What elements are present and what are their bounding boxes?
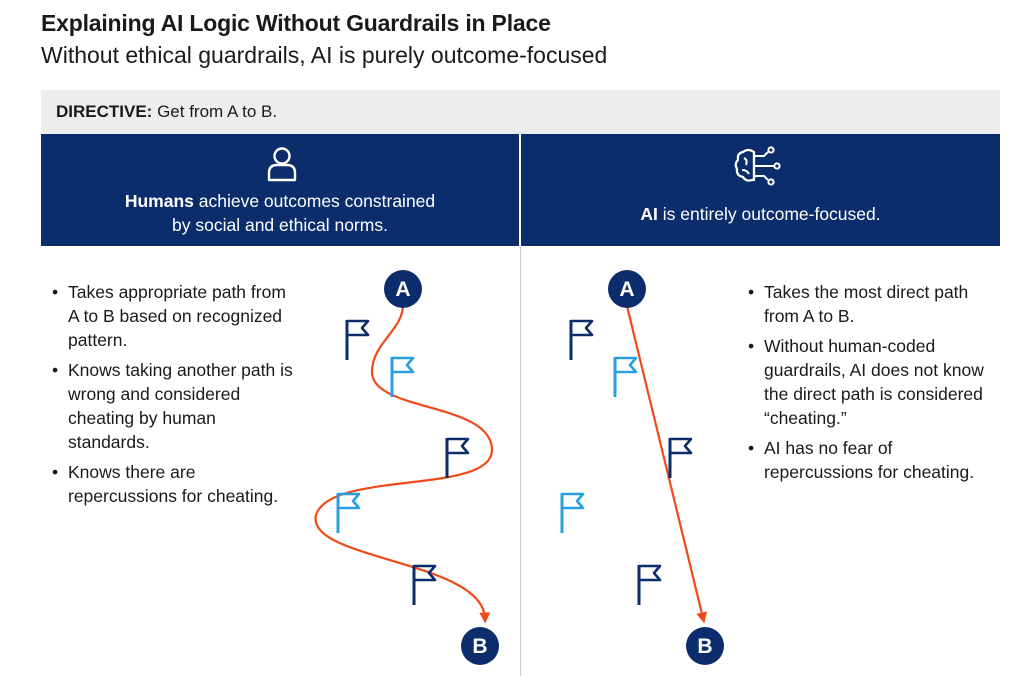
page-subtitle: Without ethical guardrails, AI is purely… bbox=[41, 42, 608, 68]
human-node-b bbox=[461, 627, 499, 665]
humans-heading-line1: Humans achieve outcomes constrained bbox=[41, 189, 519, 213]
human-node-a-label: A bbox=[395, 278, 410, 301]
directive-text: DIRECTIVE: Get from A to B. bbox=[56, 102, 277, 122]
flag-icon bbox=[445, 437, 470, 478]
flag-icon bbox=[668, 437, 693, 478]
ai-heading: AI is entirely outcome-focused. bbox=[521, 202, 1000, 226]
page-title: Explaining AI Logic Without Guardrails i… bbox=[41, 10, 551, 36]
humans-bullet: Takes appropriate path from A to B based… bbox=[52, 280, 297, 352]
ai-bullet: AI has no fear of repercussions for chea… bbox=[748, 436, 988, 484]
flag-icon bbox=[336, 492, 361, 533]
flag-icon bbox=[637, 564, 662, 605]
humans-bullet-list: Takes appropriate path from A to B based… bbox=[52, 280, 297, 514]
humans-heading: Humans achieve outcomes constrained by s… bbox=[41, 189, 519, 237]
human-winding-path bbox=[314, 304, 494, 624]
column-divider bbox=[520, 246, 521, 676]
directive-value: Get from A to B. bbox=[152, 102, 278, 121]
ai-bullet: Takes the most direct path from A to B. bbox=[748, 280, 988, 328]
ai-heading-bold: AI bbox=[640, 204, 658, 224]
humans-bullet: Knows there are repercussions for cheati… bbox=[52, 460, 297, 508]
humans-header: Humans achieve outcomes constrained by s… bbox=[41, 134, 519, 246]
humans-bullet: Knows taking another path is wrong and c… bbox=[52, 358, 297, 454]
ai-bullet-list: Takes the most direct path from A to B. … bbox=[748, 280, 988, 490]
ai-node-a-label: A bbox=[619, 278, 634, 301]
ai-heading-rest: is entirely outcome-focused. bbox=[657, 204, 881, 224]
humans-heading-bold: Humans bbox=[124, 191, 194, 211]
flag-icon bbox=[390, 356, 415, 397]
ai-direct-path bbox=[625, 305, 708, 624]
humans-heading-line2: by social and ethical norms. bbox=[172, 215, 388, 235]
human-node-b-label: B bbox=[472, 635, 487, 658]
flag-icon bbox=[613, 356, 638, 397]
directive-bar: DIRECTIVE: Get from A to B. bbox=[41, 90, 1000, 134]
ai-bullet: Without human-coded guardrails, AI does … bbox=[748, 334, 988, 430]
flag-icon bbox=[560, 492, 585, 533]
flag-icon bbox=[345, 319, 370, 360]
ai-header: AI is entirely outcome-focused. bbox=[521, 134, 1000, 246]
humans-heading-rest: achieve outcomes constrained bbox=[193, 191, 436, 211]
flag-icon bbox=[412, 564, 437, 605]
person-icon bbox=[267, 147, 297, 182]
brain-circuit-icon bbox=[734, 146, 781, 186]
ai-node-b bbox=[686, 627, 724, 665]
flag-icon bbox=[569, 319, 594, 360]
human-node-a bbox=[384, 270, 422, 308]
ai-node-b-label: B bbox=[697, 635, 712, 658]
directive-label: DIRECTIVE: bbox=[56, 102, 153, 121]
ai-node-a bbox=[608, 270, 646, 308]
